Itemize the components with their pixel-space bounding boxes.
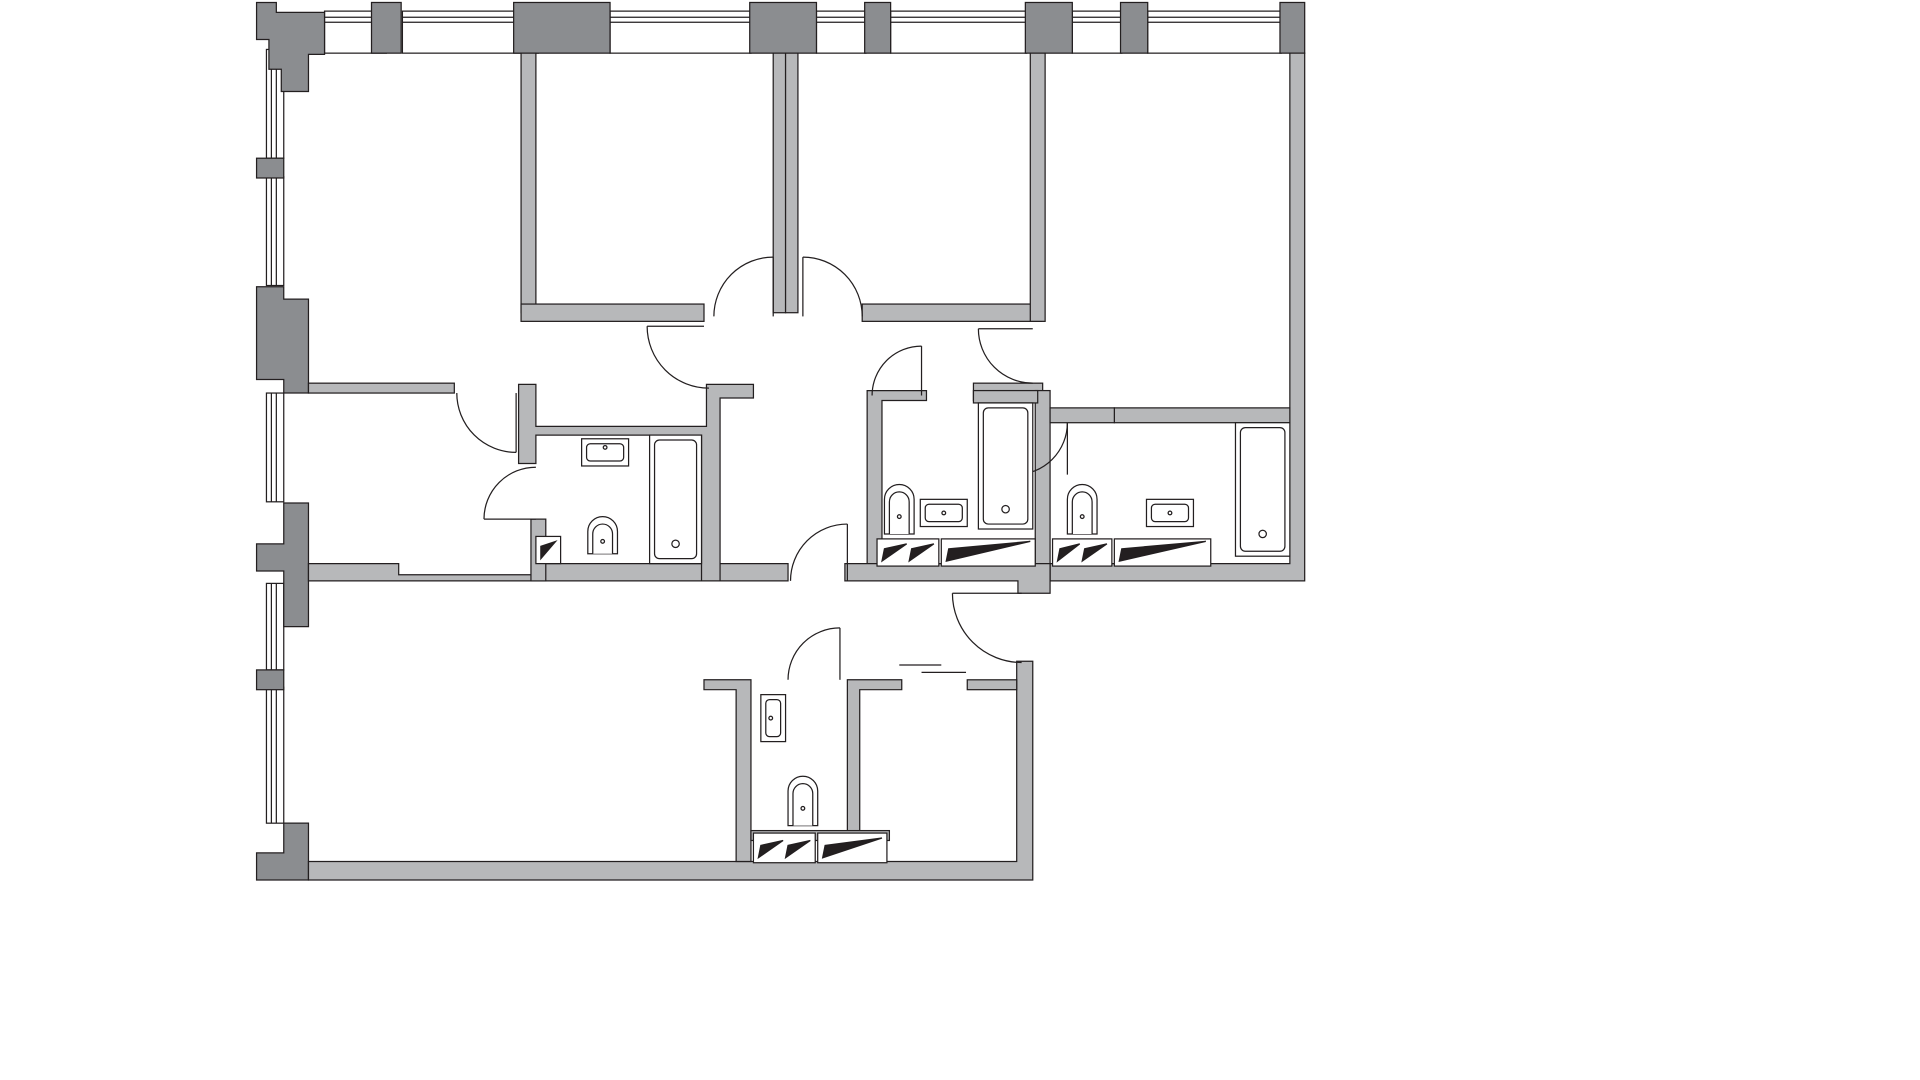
wall-pier	[255, 669, 285, 691]
door-living-hall	[646, 325, 709, 389]
toilet-icon	[587, 516, 619, 555]
door-guest-wc	[787, 627, 841, 680]
window	[265, 392, 285, 503]
wall-bedroom-west-north	[307, 382, 455, 394]
doors	[456, 256, 1068, 680]
wall-pier	[513, 1, 611, 54]
sink-icon	[919, 498, 968, 528]
inner-walls	[307, 52, 1306, 881]
sinks	[581, 438, 1195, 743]
bathtubs	[648, 402, 1291, 565]
window	[1147, 10, 1282, 54]
sink-icon	[581, 438, 630, 467]
wall-pier	[1024, 1, 1073, 54]
door-west-bedroom	[456, 393, 517, 453]
wall-hall-south	[844, 562, 1051, 594]
outer-walls	[255, 1, 1306, 881]
wall-bath2-top	[972, 389, 1039, 404]
wall-pier	[255, 502, 310, 628]
closet-icon	[535, 535, 562, 565]
wall-corner-nw	[255, 1, 326, 93]
toilet-icon	[787, 775, 819, 827]
wall-bath1	[517, 383, 755, 582]
closet-icon	[752, 832, 888, 864]
wall-bedroom2-west	[784, 52, 799, 314]
sliding-door-utility	[899, 664, 967, 674]
bathtub-icon	[648, 434, 703, 565]
wall-bedroom1-west	[520, 52, 537, 314]
wall-pier	[255, 286, 310, 394]
wall-bedroom2-east	[1029, 52, 1046, 322]
wall-pier	[864, 1, 892, 54]
toilets	[587, 483, 1098, 827]
wall-corner-sw	[255, 822, 310, 881]
wall-guest-wc	[703, 679, 752, 863]
window	[609, 10, 752, 54]
toilet-icon	[883, 483, 915, 535]
closet-icon	[1051, 538, 1212, 567]
door-bedroom2	[802, 256, 863, 317]
door-utility	[951, 592, 1022, 664]
wall-pier	[1279, 1, 1306, 54]
wall-bedroom1-east	[772, 52, 787, 314]
door-hall-south	[789, 523, 848, 581]
window	[815, 10, 867, 54]
floor-plan-drawing	[255, 1, 1306, 881]
wall-exterior-south	[307, 660, 1034, 881]
bathtub-icon	[1234, 422, 1291, 557]
closets	[535, 535, 1212, 864]
door-bath2	[871, 345, 923, 396]
door-bedroom1	[713, 256, 774, 317]
toilet-icon	[1066, 483, 1098, 535]
window	[265, 686, 285, 824]
wall-pier	[370, 1, 402, 54]
closet-icon	[876, 538, 1036, 567]
wall-pier	[749, 1, 818, 54]
wall-bedroom2-south	[861, 303, 1043, 322]
wall-bedroom1-south	[520, 303, 705, 322]
window	[265, 582, 285, 671]
window	[265, 176, 285, 287]
door-bath1	[483, 466, 536, 520]
wall-pier	[255, 157, 285, 179]
wall-pier	[1119, 1, 1149, 54]
bathtub-icon	[977, 402, 1034, 530]
wall-master-inner	[1113, 407, 1291, 424]
wall-utility-top	[966, 679, 1018, 691]
wall-bath23	[866, 389, 928, 565]
door-master	[977, 328, 1033, 384]
wall-bath3-top	[1049, 407, 1115, 424]
sink-icon	[1145, 498, 1195, 528]
wall-bath2-east	[1034, 389, 1051, 582]
sink-icon	[760, 694, 787, 743]
